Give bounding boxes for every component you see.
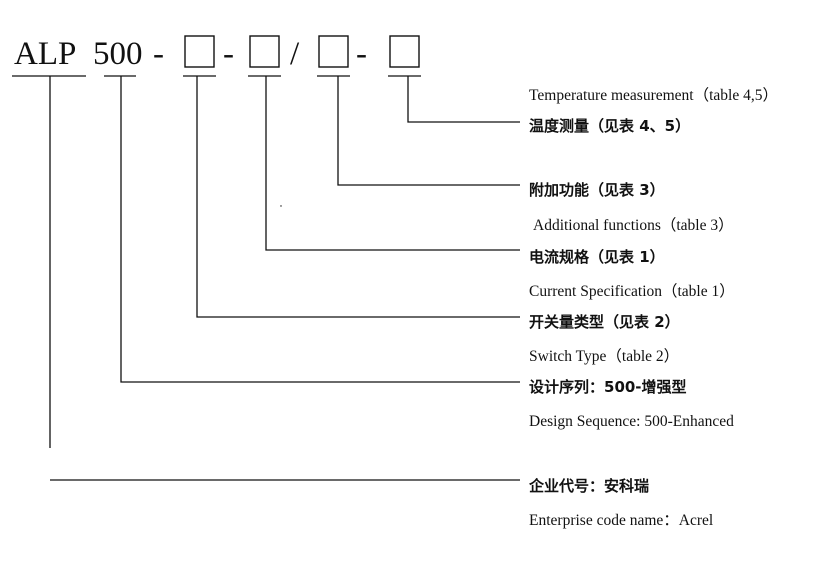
code-separator-2: - (223, 36, 234, 72)
temperature-placeholder-box (389, 35, 420, 68)
series-leader-line (120, 76, 520, 383)
code-series: 500 (93, 36, 143, 72)
code-separator-1: - (153, 36, 164, 72)
switch-type-leader-line (196, 76, 520, 318)
code-separator-3: / (290, 36, 300, 72)
temperature-label-en: Temperature measurement（table 4,5） (529, 87, 778, 104)
current-spec-label-en: Current Specification（table 1） (529, 283, 735, 300)
additional-placeholder-box (318, 35, 349, 68)
current-spec-label-zh: 电流规格（见表 1） (529, 248, 665, 266)
switch-type-placeholder-box (184, 35, 215, 68)
series-label-en: Design Sequence: 500-Enhanced (529, 413, 734, 430)
switch-type-label-en: Switch Type（table 2） (529, 348, 679, 365)
additional-leader-line (337, 76, 520, 186)
temperature-leader-line (407, 76, 520, 123)
current-spec-leader-line (265, 76, 520, 251)
additional-label-zh: 附加功能（见表 3） (529, 181, 665, 199)
switch-type-label-zh: 开关量类型（见表 2） (529, 313, 680, 331)
series-label-zh: 设计序列：500-增强型 (529, 378, 687, 396)
code-separator-4: - (356, 36, 367, 72)
stray-dot (280, 205, 282, 207)
additional-label-en: Additional functions（table 3） (533, 217, 734, 234)
enterprise-label-en: Enterprise code name：Acrel (529, 512, 713, 529)
temperature-label-zh: 温度测量（见表 4、5） (529, 117, 690, 135)
current-spec-placeholder-box (249, 35, 280, 68)
code-prefix: ALP (14, 36, 76, 72)
enterprise-label-zh: 企业代号：安科瑞 (528, 477, 649, 495)
